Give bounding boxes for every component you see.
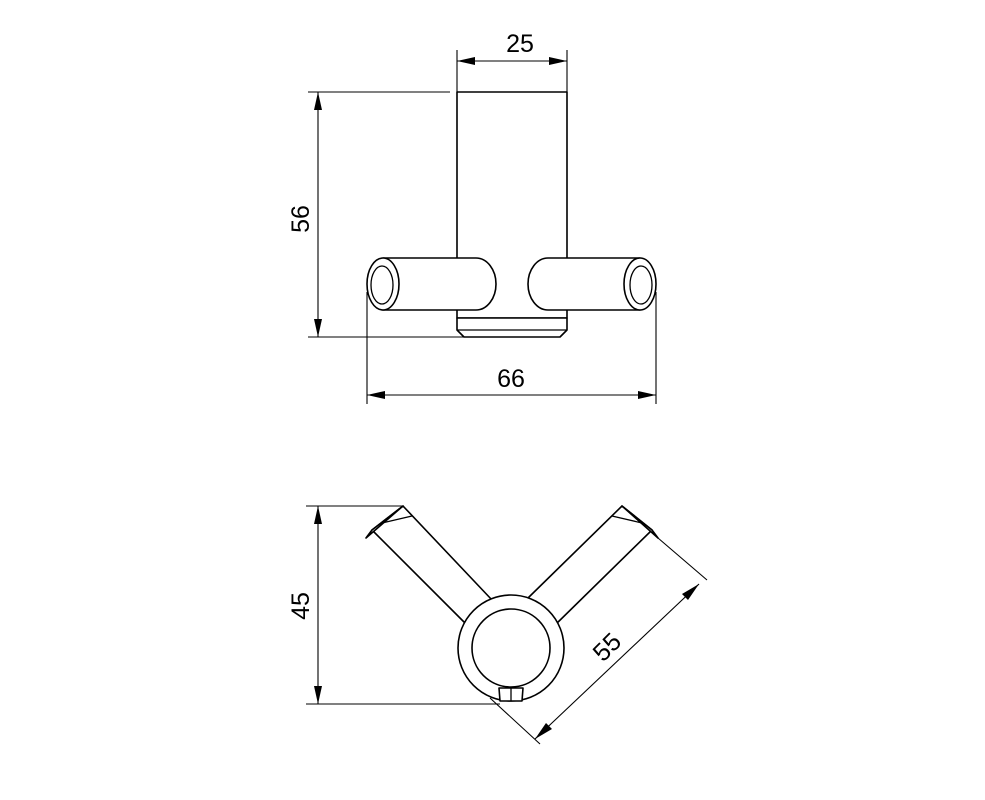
top-ring-inner [471,608,551,688]
dimension-66: 66 [366,292,657,404]
front-view: 25 56 66 [287,30,657,404]
top-view: 45 55 [287,505,708,745]
front-post-cap [456,317,568,338]
dim-width-top-label: 25 [506,30,534,58]
top-dim-height-label: 45 [287,592,315,620]
dimension-45: 45 [287,505,500,705]
dim-width-bottom-label: 66 [497,365,525,393]
dim-height-label: 56 [287,205,315,233]
top-dim-diagonal-label: 55 [588,628,627,667]
dimension-56: 56 [287,91,560,338]
front-arm-left [382,257,497,311]
dimension-25: 25 [456,30,568,92]
front-arm-right [527,257,641,311]
dimension-55: 55 [489,537,708,745]
